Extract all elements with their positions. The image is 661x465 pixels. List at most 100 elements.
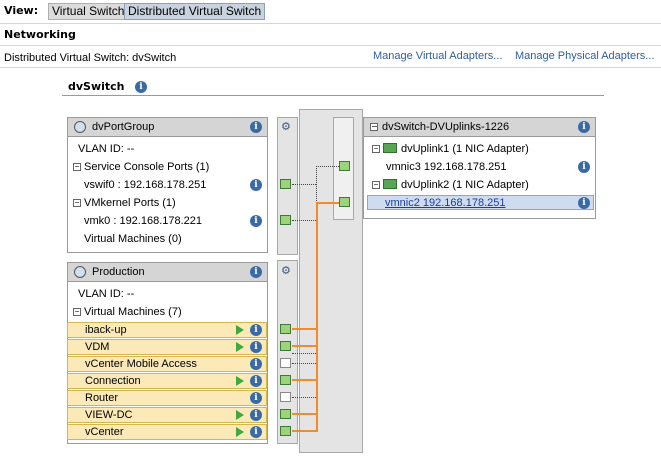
service-console-ports[interactable]: −Service Console Ports (1) bbox=[73, 161, 209, 173]
vm-row-vdm[interactable]: VDM bbox=[67, 339, 267, 355]
production-vms-header[interactable]: −Virtual Machines (7) bbox=[73, 306, 182, 318]
switch-underline bbox=[62, 95, 604, 96]
powered-on-icon bbox=[236, 325, 244, 335]
portgroup-title: dvPortGroup bbox=[92, 121, 155, 133]
wire bbox=[316, 202, 339, 204]
network-icon bbox=[74, 121, 86, 133]
service-console-label: Service Console Ports (1) bbox=[84, 161, 210, 173]
view-tab-distributed-virtual-switch[interactable]: Distributed Virtual Switch bbox=[124, 3, 266, 20]
vm-row-router[interactable]: Router bbox=[67, 390, 267, 406]
divider bbox=[0, 67, 661, 68]
info-icon[interactable]: i bbox=[135, 81, 147, 93]
info-icon[interactable]: i bbox=[250, 375, 262, 387]
port-icon[interactable] bbox=[280, 324, 291, 334]
divider bbox=[0, 23, 661, 24]
nic-icon bbox=[383, 143, 397, 153]
info-icon[interactable]: i bbox=[250, 426, 262, 438]
wire bbox=[292, 379, 317, 381]
wire bbox=[292, 363, 316, 364]
uplink-port-icon[interactable] bbox=[339, 161, 350, 171]
vmkernel-label: VMkernel Ports (1) bbox=[84, 197, 176, 209]
info-icon[interactable]: i bbox=[578, 121, 590, 133]
dvs-label: Distributed Virtual Switch: dvSwitch bbox=[4, 52, 177, 64]
production-settings-icon[interactable]: ⚙ bbox=[281, 264, 291, 277]
uplink1[interactable]: − dvUplink1 (1 NIC Adapter) bbox=[372, 143, 529, 155]
collapse-icon[interactable]: − bbox=[370, 122, 378, 131]
info-icon[interactable]: i bbox=[250, 409, 262, 421]
vswif-port[interactable]: vswif0 : 192.168.178.251 bbox=[84, 179, 207, 191]
wire bbox=[292, 184, 316, 185]
vm-row-view-dc[interactable]: VIEW-DC bbox=[67, 407, 267, 423]
switch-title: dvSwitch bbox=[68, 80, 125, 93]
port-icon[interactable] bbox=[280, 392, 291, 402]
port-icon[interactable] bbox=[280, 179, 291, 189]
wire bbox=[292, 413, 317, 415]
manage-physical-adapters-link[interactable]: Manage Physical Adapters... bbox=[515, 50, 655, 62]
wire bbox=[316, 166, 317, 221]
manage-virtual-adapters-link[interactable]: Manage Virtual Adapters... bbox=[373, 50, 503, 62]
collapse-icon[interactable]: − bbox=[73, 162, 81, 171]
collapse-icon[interactable]: − bbox=[73, 198, 81, 207]
info-icon[interactable]: i bbox=[250, 392, 262, 404]
vms-label: Virtual Machines (7) bbox=[84, 306, 182, 318]
divider bbox=[0, 45, 661, 46]
production-title: Production bbox=[92, 266, 145, 278]
info-icon[interactable]: i bbox=[250, 179, 262, 191]
wire bbox=[292, 328, 317, 330]
info-icon[interactable]: i bbox=[250, 341, 262, 353]
powered-on-icon bbox=[236, 342, 244, 352]
vmnic2[interactable]: vmnic2 192.168.178.251 bbox=[385, 197, 506, 209]
wire bbox=[316, 202, 318, 432]
powered-on-icon bbox=[236, 427, 244, 437]
network-icon bbox=[74, 266, 86, 278]
collapse-icon[interactable]: − bbox=[73, 307, 81, 316]
uplink2-label: dvUplink2 (1 NIC Adapter) bbox=[401, 179, 529, 191]
wire bbox=[292, 353, 316, 354]
vm-row-connection[interactable]: Connection bbox=[67, 373, 267, 389]
vm-row-iback-up[interactable]: iback-up bbox=[67, 322, 267, 338]
wire bbox=[292, 397, 316, 398]
info-icon[interactable]: i bbox=[250, 266, 262, 278]
port-icon[interactable] bbox=[280, 358, 291, 368]
production-vlan: VLAN ID: -- bbox=[78, 288, 135, 300]
uplink2[interactable]: − dvUplink2 (1 NIC Adapter) bbox=[372, 179, 529, 191]
uplinks-title: dvSwitch-DVUplinks-1226 bbox=[382, 121, 510, 133]
port-icon[interactable] bbox=[280, 409, 291, 419]
wire bbox=[316, 166, 339, 167]
info-icon[interactable]: i bbox=[250, 121, 262, 133]
portgroup-settings-icon[interactable]: ⚙ bbox=[281, 120, 291, 133]
uplinks-header: − dvSwitch-DVUplinks-1226 i bbox=[364, 118, 595, 137]
nic-icon bbox=[383, 179, 397, 189]
vm-row-vcenter[interactable]: vCenter bbox=[67, 424, 267, 440]
info-icon[interactable]: i bbox=[250, 324, 262, 336]
wire bbox=[292, 345, 317, 347]
vmnic3[interactable]: vmnic3 192.168.178.251 bbox=[386, 161, 507, 173]
vm-row-vcenter-mobile-access[interactable]: vCenter Mobile Access bbox=[67, 356, 267, 372]
view-tab-virtual-switch[interactable]: Virtual Switch bbox=[48, 3, 129, 20]
port-icon[interactable] bbox=[280, 375, 291, 385]
collapse-icon[interactable]: − bbox=[372, 180, 380, 189]
wire bbox=[292, 430, 317, 432]
vmkernel-ports[interactable]: −VMkernel Ports (1) bbox=[73, 197, 176, 209]
wire bbox=[292, 220, 316, 221]
info-icon[interactable]: i bbox=[578, 197, 590, 209]
port-icon[interactable] bbox=[280, 215, 291, 225]
production-header: Production i bbox=[68, 263, 267, 282]
port-icon[interactable] bbox=[280, 426, 291, 436]
info-icon[interactable]: i bbox=[578, 161, 590, 173]
portgroup-panel: dvPortGroup i VLAN ID: -- −Service Conso… bbox=[67, 117, 268, 253]
info-icon[interactable]: i bbox=[250, 358, 262, 370]
portgroup-vms: Virtual Machines (0) bbox=[84, 233, 182, 245]
collapse-icon[interactable]: − bbox=[372, 144, 380, 153]
view-label: View: bbox=[4, 4, 39, 17]
uplink-port-icon[interactable] bbox=[339, 197, 350, 207]
section-title: Networking bbox=[4, 28, 76, 41]
powered-on-icon bbox=[236, 376, 244, 386]
port-icon[interactable] bbox=[280, 341, 291, 351]
portgroup-vlan: VLAN ID: -- bbox=[78, 143, 135, 155]
uplink1-label: dvUplink1 (1 NIC Adapter) bbox=[401, 143, 529, 155]
info-icon[interactable]: i bbox=[250, 215, 262, 227]
vmnic2-selected-row[interactable] bbox=[367, 195, 594, 210]
vmk-port[interactable]: vmk0 : 192.168.178.221 bbox=[84, 215, 203, 227]
portgroup-header: dvPortGroup i bbox=[68, 118, 267, 137]
